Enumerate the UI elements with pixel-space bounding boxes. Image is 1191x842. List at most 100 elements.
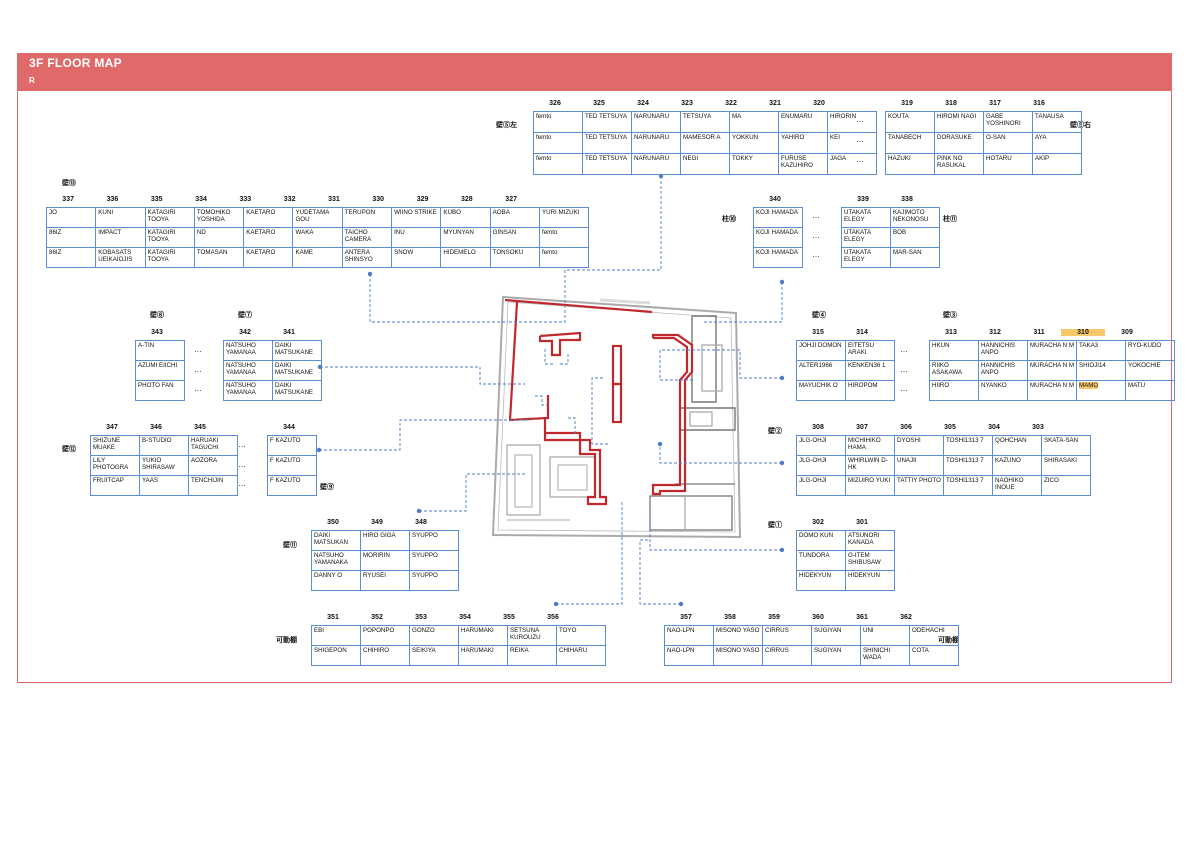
exhibitor-cell: JLG-OHJI — [796, 435, 846, 456]
exhibitor-cell: ENUMARU — [778, 111, 828, 133]
exhibitor-cell: NARUNARU — [631, 132, 681, 154]
exhibitor-cell: AKIP — [1032, 153, 1082, 175]
booth-number: 315 — [812, 329, 824, 336]
exhibitor-cell: HIDEMELO — [440, 247, 491, 268]
exhibitor-cell: YOKOCHIE — [1125, 360, 1175, 381]
exhibitor-cell: EITETSU ARAKI — [845, 340, 895, 361]
exhibitor-cell: femto — [533, 111, 583, 133]
booth-number: 327 — [505, 196, 517, 203]
booth-number: 326 — [549, 100, 561, 107]
exhibitor-cell: REIKA — [507, 645, 557, 666]
exhibitor-cell: HANNICHIS ANPO — [978, 360, 1028, 381]
booth-number: 318 — [945, 100, 957, 107]
exhibitor-cell: KAETARO — [243, 207, 294, 228]
exhibitor-cell: DAIKI MATSUKANE — [272, 340, 322, 361]
exhibitor-cell: SYUPPO — [409, 570, 459, 591]
booth-number: 319 — [901, 100, 913, 107]
booth-number: 342 — [239, 329, 251, 336]
exhibitor-cell: PHOTO FAN — [135, 380, 185, 401]
label-wall5-left: 壁⑤左 — [496, 122, 517, 129]
exhibitor-cell: A-TIN — [135, 340, 185, 361]
exhibitor-cell: MURACHA N M — [1027, 360, 1077, 381]
ellipsis: … — [238, 460, 247, 469]
booth-number: 325 — [593, 100, 605, 107]
exhibitor-cell: ODEHACHI — [909, 625, 959, 646]
booth-number: 333 — [239, 196, 252, 203]
booth-number: 335 — [150, 196, 163, 203]
exhibitor-cell: KATAGIRI TOOYA — [144, 247, 195, 268]
exhibitor-cell: MICHIHIKO HAMA — [845, 435, 895, 456]
exhibitor-cell: DAIKI MATSUKANE — [272, 360, 322, 381]
exhibitor-cell: CHIHARU — [556, 645, 606, 666]
ellipsis: … — [900, 384, 909, 393]
exhibitor-cell: IMPACT — [95, 227, 146, 248]
booth-number: 332 — [283, 196, 296, 203]
exhibitor-cell: HARUAKI TAGUCHI — [188, 435, 238, 456]
exhibitor-cell: TENCHIJIN — [188, 475, 238, 496]
booth-number: 360 — [812, 614, 824, 621]
exhibitor-cell: WHIRLWIN D-HK — [845, 455, 895, 476]
label-wall12: 壁⑫ — [62, 446, 76, 453]
ellipsis: … — [812, 211, 821, 220]
exhibitor-cell: KAME — [292, 247, 343, 268]
booth-number: 330 — [372, 196, 385, 203]
exhibitor-cell: YOKKUN — [729, 132, 779, 154]
exhibitor-cell: HANNICHIS ANPO — [978, 340, 1028, 361]
booth-number: 361 — [856, 614, 868, 621]
exhibitor-cell: AOZORA — [188, 455, 238, 476]
booth-number: 316 — [1033, 100, 1045, 107]
exhibitor-cell: KOJI HAMADA — [753, 227, 803, 248]
exhibitor-cell: HIROPOM — [845, 380, 895, 401]
exhibitor-cell: TONSOKU — [489, 247, 540, 268]
exhibitor-cell: HIRORIN — [827, 111, 877, 133]
label-wall3: 壁③ — [943, 312, 957, 319]
exhibitor-cell: KAETARO — [243, 227, 294, 248]
exhibitor-cell: MAMESOR A — [680, 132, 730, 154]
exhibitor-cell: KATAGIRI TOOYA — [144, 207, 195, 228]
exhibitor-cell: SHIRASAKI — [1041, 455, 1091, 476]
exhibitor-cell: NAO-LPN — [664, 625, 714, 646]
ellipsis: … — [238, 440, 247, 449]
booth-number: 353 — [415, 614, 427, 621]
exhibitor-cell: SKATA-SAN — [1041, 435, 1091, 456]
booth-number: 334 — [195, 196, 207, 203]
exhibitor-cell: YAHIRO — [778, 132, 828, 154]
booth-number: 311 — [1033, 329, 1045, 336]
exhibitor-cell: F KAZUTO — [267, 475, 317, 496]
exhibitor-cell: MISONO YASO — [713, 645, 763, 666]
exhibitor-cell: RYO-KUDO — [1125, 340, 1175, 361]
exhibitor-cell: YURI MIZUKI — [538, 207, 590, 228]
booth-number: 306 — [900, 424, 912, 431]
exhibitor-cell: YAAS — [139, 475, 189, 496]
table-row: A-TIN — [135, 340, 185, 361]
exhibitor-cell: TOSHI1313 7 — [943, 475, 993, 496]
ellipsis: … — [194, 384, 203, 393]
exhibitor-cell: GONZO — [409, 625, 459, 646]
booth-number: 321 — [769, 100, 781, 107]
page-subtitle: R — [29, 76, 35, 85]
exhibitor-cell: KOBASATS UEIKAIOJIS — [95, 247, 146, 268]
exhibitor-cell: SNOW — [391, 247, 442, 268]
exhibitor-cell: MAMO — [1076, 380, 1126, 401]
exhibitor-cell: CHIHIRO — [360, 645, 410, 666]
exhibitor-cell: ATSUNORI KANADA — [845, 530, 895, 551]
booth-number: 355 — [503, 614, 515, 621]
booth-number: 302 — [812, 519, 824, 526]
booth-number: 343 — [151, 329, 163, 336]
